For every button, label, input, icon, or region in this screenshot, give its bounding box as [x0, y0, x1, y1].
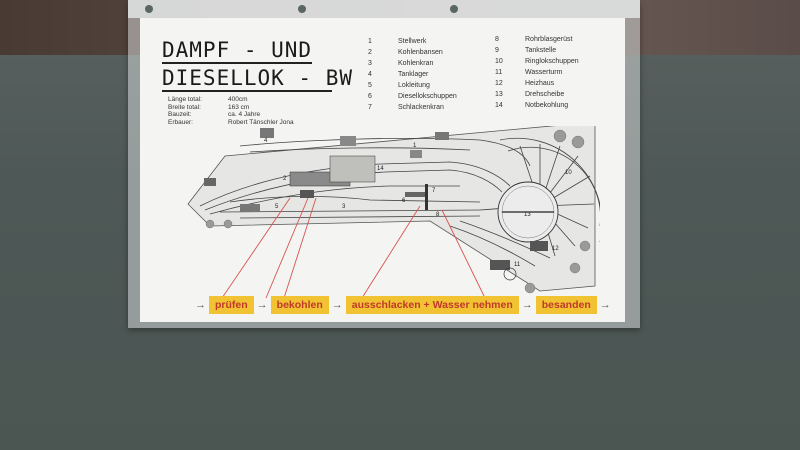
title-underline — [162, 90, 332, 92]
step-ausschlacken: ausschlacken + Wasser nehmen — [345, 296, 519, 314]
kohlenkran — [300, 190, 314, 198]
plan-label: 8 — [436, 212, 440, 218]
plan-label: 10 — [565, 170, 572, 176]
arrow-icon: → — [599, 299, 611, 311]
building — [240, 204, 260, 212]
plan-label: 1 — [413, 143, 417, 149]
punch-hole — [450, 5, 458, 13]
title-line-2: DIESELLOK - BW — [162, 66, 354, 90]
arrow-icon: → — [521, 299, 533, 311]
wasserturm-building — [490, 260, 510, 270]
plan-label: 4 — [264, 138, 268, 144]
building — [260, 128, 274, 138]
plan-label: 7 — [432, 188, 436, 194]
plan-label: 6 — [402, 198, 406, 204]
wasserturm — [503, 267, 517, 281]
title-underline — [162, 62, 312, 64]
info-row: Breite total:163 cm — [168, 103, 250, 111]
plan-label: 11 — [514, 262, 521, 268]
building — [435, 132, 449, 140]
info-row: Erbauer:Robert Tänschler Jona — [168, 118, 294, 126]
arrow-icon: → — [256, 299, 268, 311]
punch-hole — [145, 5, 153, 13]
step-besanden: besanden — [535, 296, 597, 314]
plan-label: 2 — [283, 176, 287, 182]
building — [340, 136, 356, 146]
step-pruefen: prüfen — [209, 296, 254, 314]
stellwerk — [410, 150, 422, 158]
info-row: Bauzeit:ca. 4 Jahre — [168, 111, 261, 118]
track-plan: 4 1 2 14 3 6 7 8 5 10 13 11 12 — [187, 126, 600, 299]
process-steps: → prüfen → bekohlen → ausschlacken + Was… — [192, 295, 614, 315]
layout-outline — [187, 126, 596, 292]
info-row: Länge total:400cm — [168, 96, 248, 103]
arrow-icon: → — [195, 299, 206, 311]
rohrblasgeruest — [425, 184, 428, 210]
diesellokschuppen — [405, 192, 427, 197]
plan-label: 5 — [275, 204, 279, 210]
punch-hole — [298, 5, 306, 13]
plan-label: 3 — [342, 204, 346, 210]
sleeve-binding-strip — [128, 0, 640, 18]
step-bekohlen: bekohlen — [270, 296, 329, 314]
notbekohlung-area — [329, 155, 376, 183]
info-block: Länge total:400cm Breite total:163 cm Ba… — [168, 96, 294, 126]
pointer-lines — [221, 197, 486, 299]
tanklager — [204, 178, 216, 186]
trees — [205, 129, 591, 294]
ringlokschuppen-outline — [507, 146, 600, 226]
ringlokschuppen-outline — [499, 137, 600, 242]
plan-label: 12 — [552, 246, 559, 252]
plan-label: 13 — [524, 212, 531, 218]
info-card: DAMPF - UND DIESELLOK - BW Länge total:4… — [140, 18, 625, 322]
title-line-1: DAMPF - UND — [162, 38, 313, 62]
heizhaus — [530, 241, 548, 251]
plan-label: 14 — [377, 166, 384, 172]
arrow-icon: → — [331, 299, 343, 311]
